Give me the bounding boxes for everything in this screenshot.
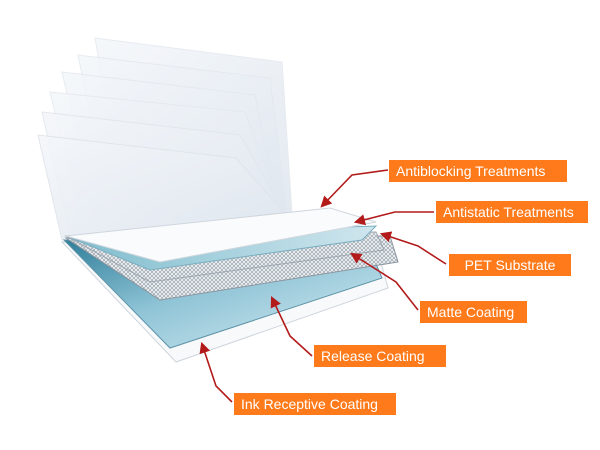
label-release-coating: Release Coating (314, 345, 446, 367)
label-ink-receptive-coating: Ink Receptive Coating (234, 393, 396, 415)
film-layers (60, 207, 399, 363)
arrow-matte (350, 252, 419, 311)
label-matte-coating: Matte Coating (420, 301, 527, 323)
label-pet-substrate: PET Substrate (449, 254, 571, 276)
arrow-antiblocking (320, 169, 389, 208)
arrow-release (270, 295, 313, 357)
leader-arrows (199, 169, 447, 403)
label-antiblocking-treatments: Antiblocking Treatments (389, 160, 567, 182)
arrow-ink (199, 341, 233, 403)
label-antistatic-treatments: Antistatic Treatments (436, 201, 588, 223)
arrow-pet (379, 231, 447, 265)
sheet-stack (37, 37, 310, 241)
arrow-antistatic (353, 211, 434, 226)
